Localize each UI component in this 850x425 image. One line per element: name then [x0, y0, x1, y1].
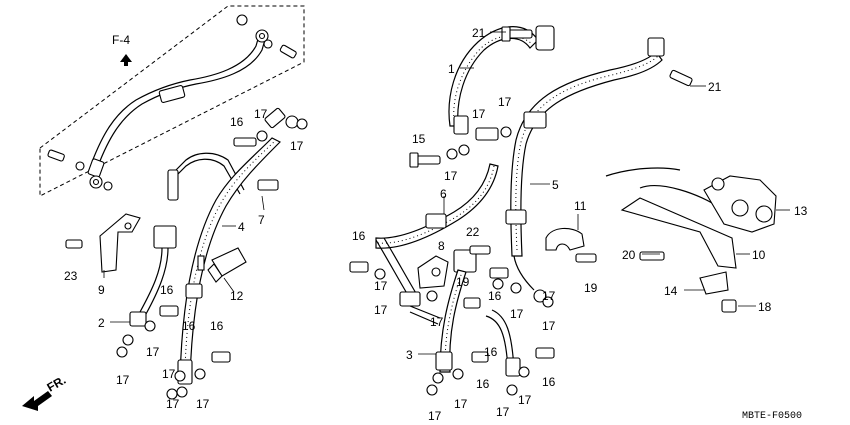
callout-11: 11 [574, 199, 587, 213]
callout-13: 13 [794, 204, 808, 218]
callout-17: 17 [472, 107, 486, 121]
callout-19: 19 [584, 281, 598, 295]
callout-17: 17 [542, 319, 556, 333]
callout-8: 8 [438, 239, 445, 253]
callout-16: 16 [476, 377, 490, 391]
diagram-code: MBTE-F0500 [742, 411, 802, 422]
callout-16: 16 [160, 283, 174, 297]
callout-17: 17 [542, 289, 556, 303]
callout-17: 17 [254, 107, 268, 121]
callout-17: 17 [146, 345, 160, 359]
hose-clamp-11 [545, 227, 585, 251]
callout-10: 10 [752, 248, 766, 262]
brake-hose-6 [375, 163, 499, 325]
callout-17: 17 [444, 169, 458, 183]
callout-labels: 21 21 1 16 17 17 15 17 17 17 5 6 7 4 11 … [64, 26, 808, 423]
callout-16: 16 [210, 319, 224, 333]
callout-6: 6 [440, 187, 447, 201]
brake-hose-3 [432, 249, 521, 384]
callout-20: 20 [622, 248, 636, 262]
callout-5: 5 [552, 178, 559, 192]
hose-clamp-9 [65, 213, 141, 273]
callout-17: 17 [428, 409, 442, 423]
callout-16: 16 [484, 345, 498, 359]
callout-17: 17 [498, 95, 512, 109]
callout-17: 17 [454, 397, 468, 411]
callout-22: 22 [466, 225, 480, 239]
callout-17: 17 [290, 139, 304, 153]
front-direction-arrow-icon [22, 391, 52, 411]
brake-hose-1 [448, 25, 555, 135]
callout-16: 16 [542, 375, 556, 389]
callout-17: 17 [374, 303, 388, 317]
callout-18: 18 [758, 300, 772, 314]
callout-1: 1 [448, 62, 455, 76]
leader-lines [103, 31, 790, 355]
page-ref-label: F-4 [112, 33, 130, 47]
callout-21: 21 [472, 26, 486, 40]
bracket-8 [417, 255, 449, 289]
brake-hose-5 [505, 37, 665, 303]
inset-brake-hose [47, 14, 297, 191]
callout-14: 14 [664, 284, 678, 298]
callout-23: 23 [64, 269, 78, 283]
callout-3: 3 [406, 348, 413, 362]
callout-2: 2 [98, 316, 105, 330]
callout-17: 17 [374, 279, 388, 293]
callout-9: 9 [98, 283, 105, 297]
callout-16: 16 [488, 289, 502, 303]
callout-17: 17 [496, 405, 510, 419]
callout-17: 17 [116, 373, 130, 387]
callout-16: 16 [230, 115, 244, 129]
up-arrow-icon [120, 54, 132, 66]
callout-16: 16 [352, 229, 366, 243]
callout-17: 17 [510, 307, 524, 321]
callout-16: 16 [182, 319, 196, 333]
hose-holder-12 [207, 247, 247, 283]
callout-17: 17 [430, 315, 444, 329]
callout-17: 17 [196, 397, 210, 411]
bracket-assembly-10 [605, 167, 777, 295]
bolts-and-washers [116, 26, 737, 400]
callout-19: 19 [456, 275, 470, 289]
callout-7: 7 [258, 213, 265, 227]
callout-4: 4 [238, 220, 245, 234]
callout-21: 21 [708, 80, 722, 94]
callout-17: 17 [518, 393, 532, 407]
callout-17: 17 [162, 367, 176, 381]
callout-15: 15 [412, 132, 426, 146]
brake-hose-2 [122, 225, 179, 346]
inset-box [39, 5, 305, 197]
callout-17: 17 [166, 397, 180, 411]
brake-hose-4 [167, 107, 299, 398]
callout-12: 12 [230, 289, 244, 303]
